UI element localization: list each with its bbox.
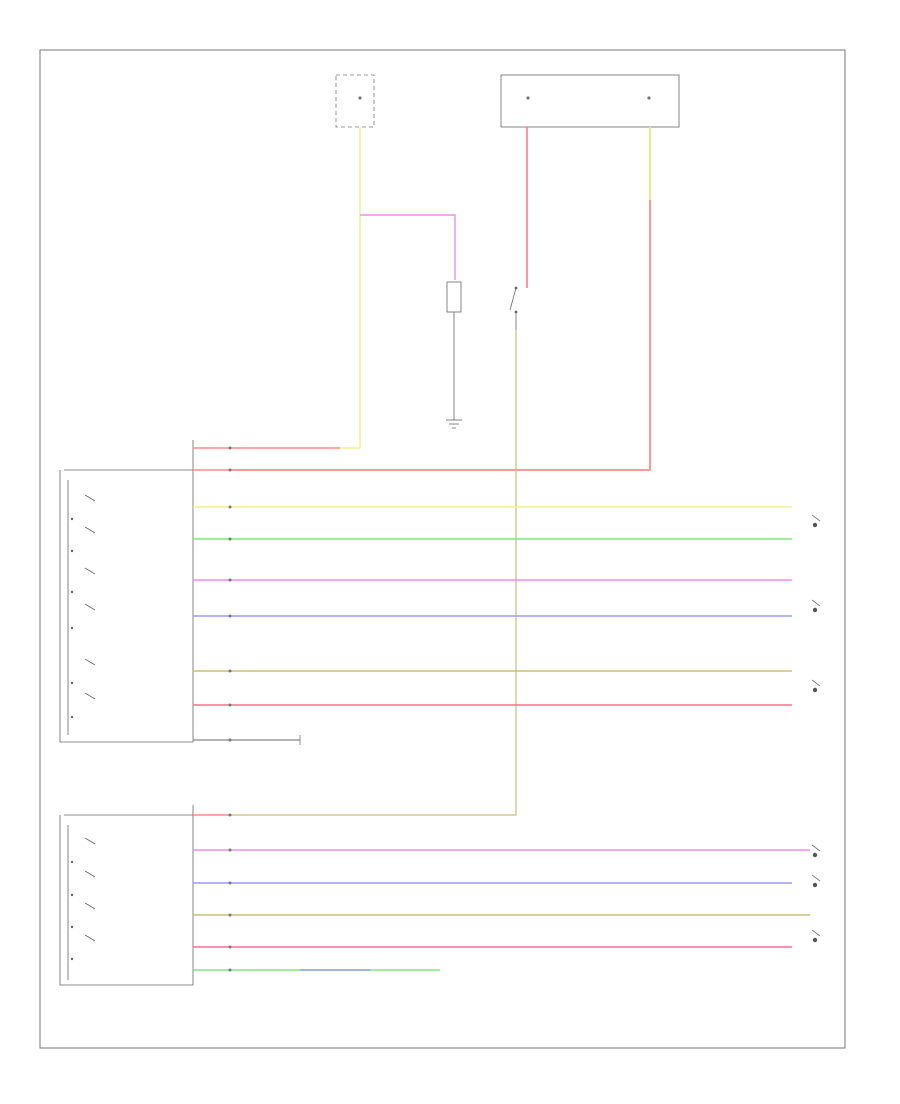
diagram-frame [39, 49, 846, 1049]
switch-contact [84, 526, 96, 534]
module-box [500, 74, 680, 128]
connector-pin [228, 968, 232, 972]
motor-icon [812, 852, 818, 858]
switch-contact [84, 494, 96, 502]
motor-contact [811, 874, 821, 882]
connector-pin [228, 614, 232, 618]
switch-contact [84, 837, 96, 845]
passenger-relay [509, 286, 518, 330]
contact-pin [70, 517, 74, 521]
fuse-icon [526, 96, 530, 100]
motor-contact [811, 929, 821, 937]
connector-pin [228, 537, 232, 541]
switch-contact [84, 934, 96, 942]
motor-icon [812, 522, 818, 528]
passenger-contacts [70, 837, 96, 961]
connector-pin [228, 505, 232, 509]
contact-pin [70, 715, 74, 719]
motor-icon [812, 882, 818, 888]
switch-contact [84, 692, 96, 700]
top-right-module [500, 74, 680, 128]
module-box [335, 74, 375, 128]
driver-switch [59, 440, 194, 743]
connector-pin [228, 945, 232, 949]
driver-wires [193, 446, 792, 745]
feed-wire-magenta [360, 214, 456, 280]
feed-wire-yellow [340, 127, 361, 449]
passenger-wires [193, 813, 810, 972]
motor-icon [812, 607, 818, 613]
switch-contact [84, 603, 96, 611]
top-left-module [335, 74, 375, 128]
passenger-switch [59, 805, 194, 986]
connector-pin [228, 468, 232, 472]
seat-motors [811, 514, 821, 943]
contact-pin [70, 681, 74, 685]
contact-pin [70, 925, 74, 929]
motor-icon [812, 937, 818, 943]
passenger-switch-outline [59, 805, 194, 986]
driver-switch-outline [59, 440, 194, 743]
switch-contact [84, 902, 96, 910]
motor-contact [811, 679, 821, 687]
contact-pin [70, 893, 74, 897]
switch-contact [84, 658, 96, 666]
contact-pin [70, 626, 74, 630]
connector-pin [228, 913, 232, 917]
motor-icon [812, 687, 818, 693]
connector-pin [228, 813, 232, 817]
feed-wire-tan [230, 330, 517, 816]
contact-pin [70, 590, 74, 594]
motor-contact [811, 844, 821, 852]
motor-contact [811, 514, 821, 522]
contact-pin [70, 957, 74, 961]
switch-contact [84, 870, 96, 878]
switch-contact [84, 567, 96, 575]
connector-pin [228, 848, 232, 852]
fuse-icon [358, 96, 362, 100]
connector-pin [228, 703, 232, 707]
driver-contacts [70, 494, 96, 719]
fuse-icon [647, 96, 651, 100]
ground-relay-symbol [446, 281, 462, 429]
connector-pin [228, 669, 232, 673]
connector-pin [228, 446, 232, 450]
feed-wire-red-right [230, 127, 651, 471]
connector-pin [228, 881, 232, 885]
motor-contact [811, 599, 821, 607]
connector-pin [228, 578, 232, 582]
contact-pin [70, 549, 74, 553]
contact-pin [70, 860, 74, 864]
connector-pin [228, 738, 232, 742]
